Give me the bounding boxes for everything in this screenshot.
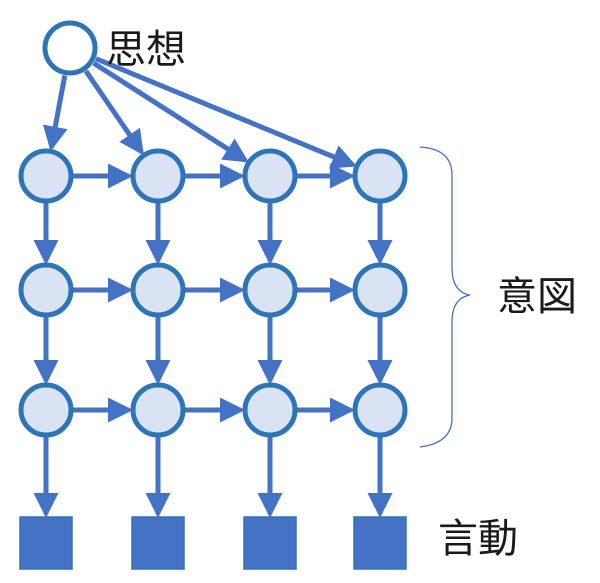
intention-node-2-4 — [352, 262, 408, 318]
action-square-3 — [243, 516, 297, 570]
arrow-root-to-node-1-2 — [83, 69, 144, 156]
arrow-root-to-node-1-3 — [92, 60, 249, 163]
intention-node-1-3 — [242, 148, 298, 204]
intention-node-1-1 — [18, 148, 74, 204]
intention-node-2-2 — [130, 262, 186, 318]
intention-node-1-2 — [130, 148, 186, 204]
thought-node — [42, 20, 98, 76]
intention-node-1-4 — [352, 148, 408, 204]
intention-node-2-3 — [242, 262, 298, 318]
intention-label: 意図 — [497, 274, 577, 320]
arrow-root-to-node-1-1 — [42, 75, 68, 152]
action-square-4 — [353, 516, 407, 570]
arrow-root-to-node-1-4 — [94, 56, 357, 169]
intention-node-3-1 — [18, 382, 74, 438]
intention-node-2-1 — [18, 262, 74, 318]
intention-node-3-2 — [130, 382, 186, 438]
intention-node-3-4 — [352, 382, 408, 438]
action-square-2 — [131, 516, 185, 570]
action-label: 言動 — [438, 516, 518, 562]
thought-label: 思想 — [106, 27, 186, 73]
action-square-1 — [19, 516, 73, 570]
intention-brace — [419, 146, 471, 448]
intention-node-3-3 — [242, 382, 298, 438]
